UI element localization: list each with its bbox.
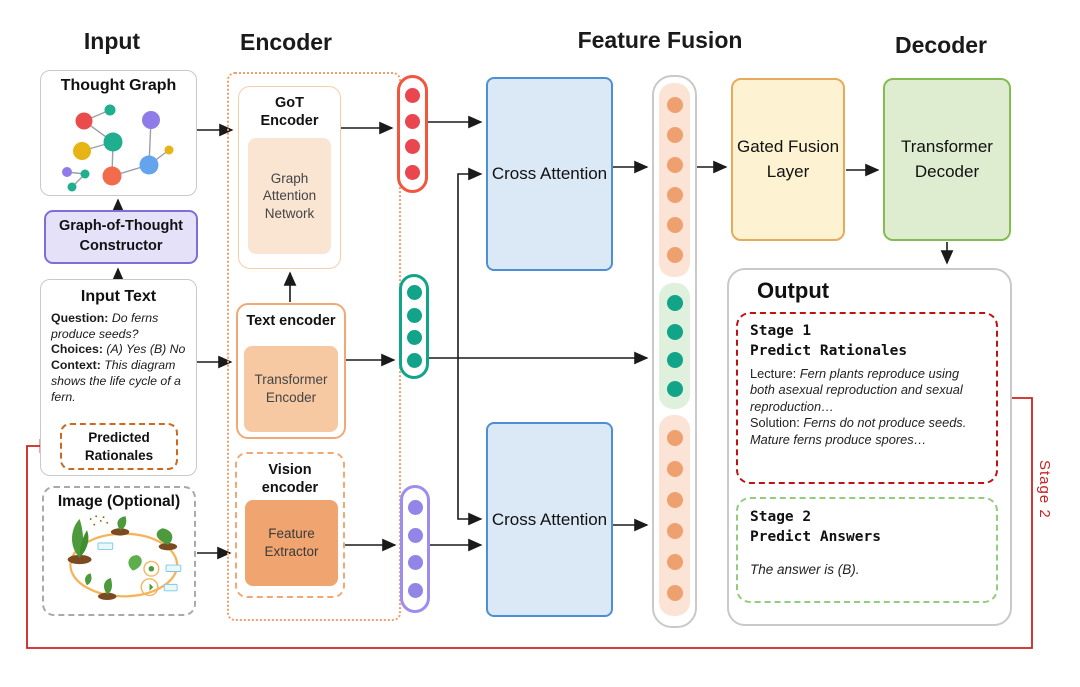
context-text: This diagram shows the life cycle of a f… [51, 358, 181, 404]
stage2-loop-label: Stage 2 [1036, 460, 1053, 519]
feature-dot [666, 127, 683, 143]
feature-dot [406, 307, 422, 323]
feature-dot [405, 113, 420, 129]
graph-attention-network-box: Graph Attention Network [248, 138, 331, 254]
feature-dot [666, 157, 683, 173]
header-feature-fusion: Feature Fusion [577, 27, 743, 53]
thought-graph-icon [62, 104, 174, 192]
feature-dot [406, 330, 422, 346]
stage1-heading-line1: Stage 1 [750, 323, 812, 339]
image-optional-box: Image (Optional) [42, 486, 196, 616]
stage2-heading-line2: Predict Answers [750, 529, 881, 546]
fern-lifecycle-image [67, 515, 182, 601]
output-title: Output [757, 278, 830, 303]
stage1-heading-line2: Predict Rationales [750, 343, 908, 360]
stage2-answer: The answer is (B). [750, 561, 860, 577]
cross-attention-top-box: Cross Attention [486, 77, 613, 271]
feature-dot [406, 353, 422, 369]
feature-dot [666, 187, 683, 203]
feature-dot [405, 164, 420, 180]
header-decoder: Decoder [894, 32, 988, 58]
feature-dot [406, 284, 422, 300]
feature-extractor-label: Feature Extractor [264, 526, 319, 559]
header-encoder: Encoder [239, 29, 333, 55]
feature-dot [666, 523, 683, 539]
feature-dot [407, 555, 423, 571]
transformer-encoder-box: Transformer Encoder [244, 346, 338, 432]
got-encoder-title: GoT Encoder [260, 95, 319, 130]
cross-attention-top-label: Cross Attention [491, 164, 608, 184]
vision-encoder-title: Vision encoder [261, 462, 319, 497]
text-encoder-title: Text encoder [246, 313, 336, 329]
lecture-text: Fern plants reproduce using both asexual… [750, 365, 963, 414]
thought-graph-title: Thought Graph [60, 77, 177, 94]
fused-feature-vector [652, 75, 697, 628]
choices-label: Choices: [51, 342, 107, 357]
got-constructor-box: Graph-of-Thought Constructor [44, 210, 198, 264]
image-optional-title: Image (Optional) [57, 493, 181, 510]
got-constructor-label: Graph-of-Thought Constructor [58, 218, 183, 254]
fused-text-segment [659, 283, 690, 409]
feature-dot [666, 430, 683, 446]
feature-dot [407, 582, 423, 598]
feature-dot [407, 500, 423, 516]
feature-dot [666, 492, 683, 508]
gated-fusion-layer-box: Gated Fusion Layer [731, 78, 845, 241]
graph-feature-vector [397, 75, 428, 193]
feature-dot [666, 380, 683, 397]
question-text: Do ferns produce seeds? [51, 311, 159, 341]
feature-dot [666, 461, 683, 477]
choices-text: (A) Yes (B) No [106, 342, 186, 357]
input-text-body: Question: Do ferns produce seeds? Choice… [51, 311, 186, 405]
thought-graph-box: Thought Graph [40, 70, 197, 196]
stage2-box: Stage 2 Predict Answers The answer is (B… [736, 497, 998, 603]
stage1-box: Stage 1 Predict Rationales Lecture: Fern… [736, 312, 998, 484]
fused-vision-segment [659, 415, 690, 616]
black-arrows [111, 115, 954, 560]
feature-dot [405, 88, 420, 104]
text-feature-vector [399, 274, 429, 379]
context-label: Context: [51, 358, 105, 373]
question-label: Question: [51, 311, 112, 325]
feature-dot [666, 585, 683, 601]
graph-attention-network-label: Graph Attention Network [262, 170, 317, 221]
stage2-loop-line [26, 397, 1033, 649]
stage1-body: Lecture: Fern plants reproduce using bot… [750, 366, 984, 449]
predicted-rationales-box: Predicted Rationales [60, 423, 178, 470]
cross-attention-bottom-box: Cross Attention [486, 422, 613, 617]
solution-text: Ferns do not produce seeds. Mature ferns… [750, 415, 967, 448]
feature-dot [666, 323, 683, 340]
feature-dot [407, 527, 423, 543]
vision-feature-vector [400, 485, 430, 613]
stage2-heading-line1: Stage 2 [750, 509, 812, 525]
feature-dot [666, 217, 683, 233]
transformer-decoder-label: Transformer Decoder [901, 136, 993, 181]
fused-graph-segment [659, 83, 690, 277]
feature-dot [666, 97, 683, 113]
lecture-label: Lecture: [750, 365, 800, 381]
solution-label: Solution: [750, 415, 804, 431]
feature-extractor-box: Feature Extractor [245, 500, 338, 586]
transformer-encoder-label: Transformer Encoder [254, 372, 328, 405]
input-text-title: Input Text [80, 288, 157, 305]
feature-dot [666, 295, 683, 312]
predicted-rationales-label: Predicted Rationales [84, 429, 154, 463]
cross-attention-bottom-label: Cross Attention [491, 509, 608, 529]
feature-dot [666, 554, 683, 570]
feature-dot [666, 247, 683, 263]
feature-dot [405, 139, 420, 155]
header-input: Input [83, 28, 141, 54]
transformer-decoder-box: Transformer Decoder [883, 78, 1011, 241]
feature-dot [666, 352, 683, 369]
gated-fusion-layer-label: Gated Fusion Layer [736, 136, 840, 181]
